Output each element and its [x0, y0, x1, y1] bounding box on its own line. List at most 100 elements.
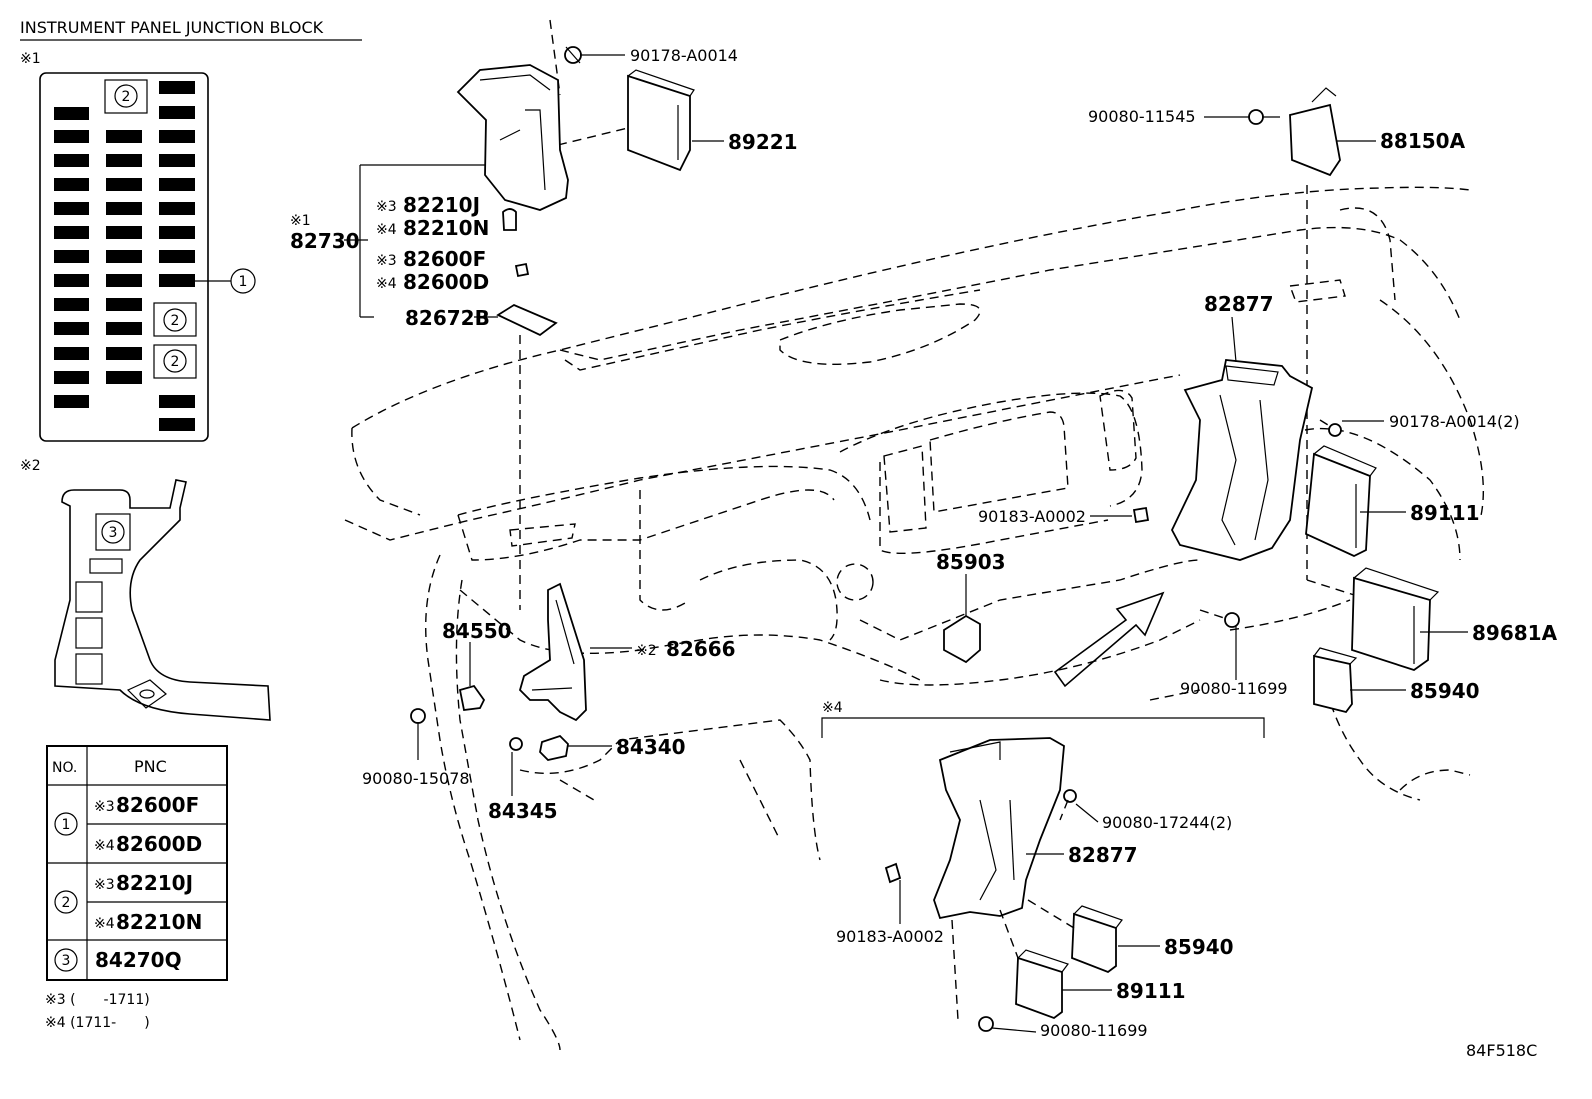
svg-text:2: 2 — [122, 89, 131, 105]
label-84340: 84340 — [616, 735, 686, 759]
label-89111-top: 89111 — [1410, 501, 1480, 525]
label-82210n-mark: ※4 — [376, 222, 397, 238]
label-90080-11699-top: 90080-11699 — [1180, 679, 1288, 698]
bracket-82877-lower — [933, 737, 1065, 920]
table-row-2-pnc-b: 82210N — [116, 910, 202, 934]
pnc-table: NO. PNC 1 ※3 82600F ※4 82600D 2 ※3 82210… — [46, 745, 228, 981]
label-82210j-mark: ※3 — [376, 199, 397, 215]
relay-slot-2c: 2 — [153, 344, 197, 379]
label-82666: 82666 — [666, 637, 736, 661]
clip-82600-part — [514, 262, 530, 278]
note-mark-2: ※2 — [20, 458, 41, 474]
junction-block-82666 — [518, 582, 587, 722]
relay-85940-part — [1313, 647, 1358, 714]
table-row-3-pnc: 84270Q — [95, 948, 182, 972]
table-header-pnc: PNC — [134, 757, 167, 776]
bolt-90080-17244 — [1063, 789, 1077, 803]
diagram-title: INSTRUMENT PANEL JUNCTION BLOCK — [20, 18, 324, 37]
ecu-89111-lower — [1015, 949, 1069, 1020]
switch-84550-part — [458, 684, 486, 711]
footnote-4: ※4 (1711- ) — [45, 1015, 150, 1031]
svg-text:1: 1 — [239, 274, 248, 290]
svg-text:2: 2 — [171, 354, 180, 370]
note-mark-1: ※1 — [20, 51, 41, 67]
table-row-1-mark-a: ※3 — [94, 799, 115, 815]
callout-circle-1: 1 — [230, 268, 256, 294]
label-82666-mark: ※2 — [636, 643, 657, 659]
table-row-1-mark-b: ※4 — [94, 838, 115, 854]
label-84550: 84550 — [442, 619, 512, 643]
label-88150a: 88150A — [1380, 129, 1466, 153]
relay-slot-2a: 2 — [104, 79, 148, 114]
relay-85940-lower — [1071, 905, 1123, 974]
bolt-90080-11699-top — [1224, 612, 1240, 680]
fuse-column-right — [159, 81, 195, 431]
label-89221: 89221 — [728, 130, 798, 154]
bolt-90178-a0014 — [564, 46, 582, 64]
label-90178-a0014-2: 90178-A0014(2) — [1389, 412, 1520, 431]
clip-90183-a0002-top — [1132, 506, 1150, 524]
label-84345: 84345 — [488, 799, 558, 823]
ecu-89681a-part — [1351, 567, 1440, 671]
clip-82210-part — [502, 208, 517, 231]
label-82730: 82730 — [290, 229, 360, 253]
ecu-89111-part — [1305, 445, 1377, 557]
table-row-3-no: 3 — [62, 953, 71, 969]
bolt-90178-a0014-2 — [1328, 423, 1342, 437]
fuse-column-left — [54, 107, 89, 408]
svg-text:2: 2 — [171, 313, 180, 329]
bolt-90080-11699-bot — [978, 1016, 1037, 1033]
svg-text:3: 3 — [109, 525, 118, 541]
table-header-no: NO. — [52, 760, 77, 776]
ecu-89221-part — [627, 69, 695, 172]
clip-90183-a0002-bot — [884, 862, 902, 884]
fuse-column-middle — [106, 130, 142, 384]
bracket-82877-part — [1170, 359, 1314, 561]
table-row-2-mark-b: ※4 — [94, 916, 115, 932]
label-89681a: 89681A — [1472, 621, 1558, 645]
label-82877-bot: 82877 — [1068, 843, 1138, 867]
note-mark-4-group: ※4 — [822, 700, 843, 716]
label-82600d: 82600D — [403, 270, 489, 294]
bolt-90080-15078 — [410, 708, 426, 760]
table-row-1-pnc-b: 82600D — [116, 832, 202, 856]
label-90080-11699-bot: 90080-11699 — [1040, 1021, 1148, 1040]
switch-84340-part — [539, 734, 569, 761]
group-4-bracket-line — [821, 717, 1265, 738]
label-90183-a0002-bot: 90183-A0002 — [836, 927, 944, 946]
table-row-2-mark-a: ※3 — [94, 877, 115, 893]
group-4-leaders — [951, 799, 1075, 1021]
footnote-3: ※3 ( -1711) — [45, 992, 150, 1008]
table-row-2-no: 2 — [62, 895, 71, 911]
label-82730-mark: ※1 — [290, 213, 311, 229]
junction-block-bracket — [456, 64, 569, 211]
clip-84345-part — [509, 737, 523, 751]
label-85903: 85903 — [936, 550, 1006, 574]
label-90080-11545: 90080-11545 — [1088, 107, 1196, 126]
label-89111-bot: 89111 — [1116, 979, 1186, 1003]
label-90183-a0002-top: 90183-A0002 — [978, 507, 1086, 526]
label-82210n: 82210N — [403, 216, 489, 240]
label-82600d-mark: ※4 — [376, 276, 397, 292]
label-82210j: 82210J — [403, 193, 480, 217]
fuse-block-panel: 2 2 2 1 — [39, 72, 256, 442]
label-90080-15078: 90080-15078 — [362, 769, 470, 788]
table-row-1-pnc-a: 82600F — [116, 793, 199, 817]
relay-slot-2b: 2 — [153, 302, 197, 337]
bolt-90080-11545 — [1248, 109, 1280, 125]
cover-82672b-part — [496, 303, 558, 337]
direction-arrow — [1053, 591, 1165, 688]
module-88150a-part — [1289, 87, 1341, 177]
diagram-code: 84F518C — [1466, 1041, 1537, 1060]
label-82877-top: 82877 — [1204, 292, 1274, 316]
table-row-1-no: 1 — [62, 817, 71, 833]
label-90178-a0014: 90178-A0014 — [630, 46, 738, 65]
buzzer-85903-part — [943, 614, 981, 664]
label-85940-top: 85940 — [1410, 679, 1480, 703]
label-90080-17244-2: 90080-17244(2) — [1102, 813, 1232, 832]
label-85940-bot: 85940 — [1164, 935, 1234, 959]
table-row-2-pnc-a: 82210J — [116, 871, 193, 895]
label-82672b: 82672B — [405, 306, 490, 330]
leader-lines — [344, 54, 1468, 991]
